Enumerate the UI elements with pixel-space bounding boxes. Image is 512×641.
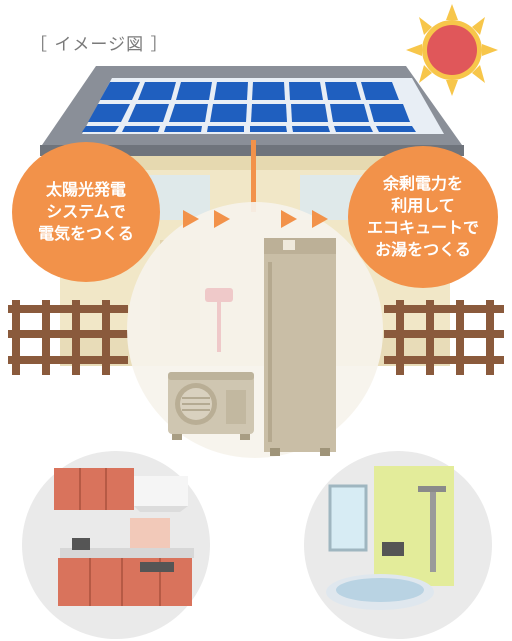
flow-arrow-icon — [281, 210, 297, 228]
bubble-text-line: 電気をつくる — [38, 224, 134, 243]
ecocute-hot-water-bubble: 余剰電力を 利用して エコキュートで お湯をつくる — [348, 146, 498, 288]
fence-left — [8, 300, 128, 375]
kitchen-illustration — [22, 451, 210, 639]
power-line — [251, 140, 256, 212]
flow-arrow-icon — [183, 210, 199, 228]
heat-pump-unit — [168, 372, 254, 440]
bubble-text-line: エコキュートで — [366, 218, 479, 237]
sun-icon — [406, 4, 498, 96]
fence-right — [384, 300, 504, 375]
flow-arrow-icon — [214, 210, 230, 228]
solar-generation-bubble: 太陽光発電 システムで 電気をつくる — [12, 142, 160, 282]
bubble-text-line: お湯をつくる — [375, 240, 471, 259]
flow-arrow-icon — [312, 210, 328, 228]
hot-water-tank — [264, 238, 336, 456]
bathroom-illustration — [304, 451, 492, 639]
solar-panel-array — [82, 78, 444, 134]
ecocute-circle — [127, 202, 383, 458]
bubble-text-line: 利用して — [391, 196, 455, 215]
bubble-text-line: システムで — [46, 202, 126, 221]
bubble-text-line: 太陽光発電 — [45, 180, 126, 199]
bubble-text-line: 余剰電力を — [382, 174, 463, 193]
image-caption: ［ イメージ図 ］ — [30, 35, 169, 55]
